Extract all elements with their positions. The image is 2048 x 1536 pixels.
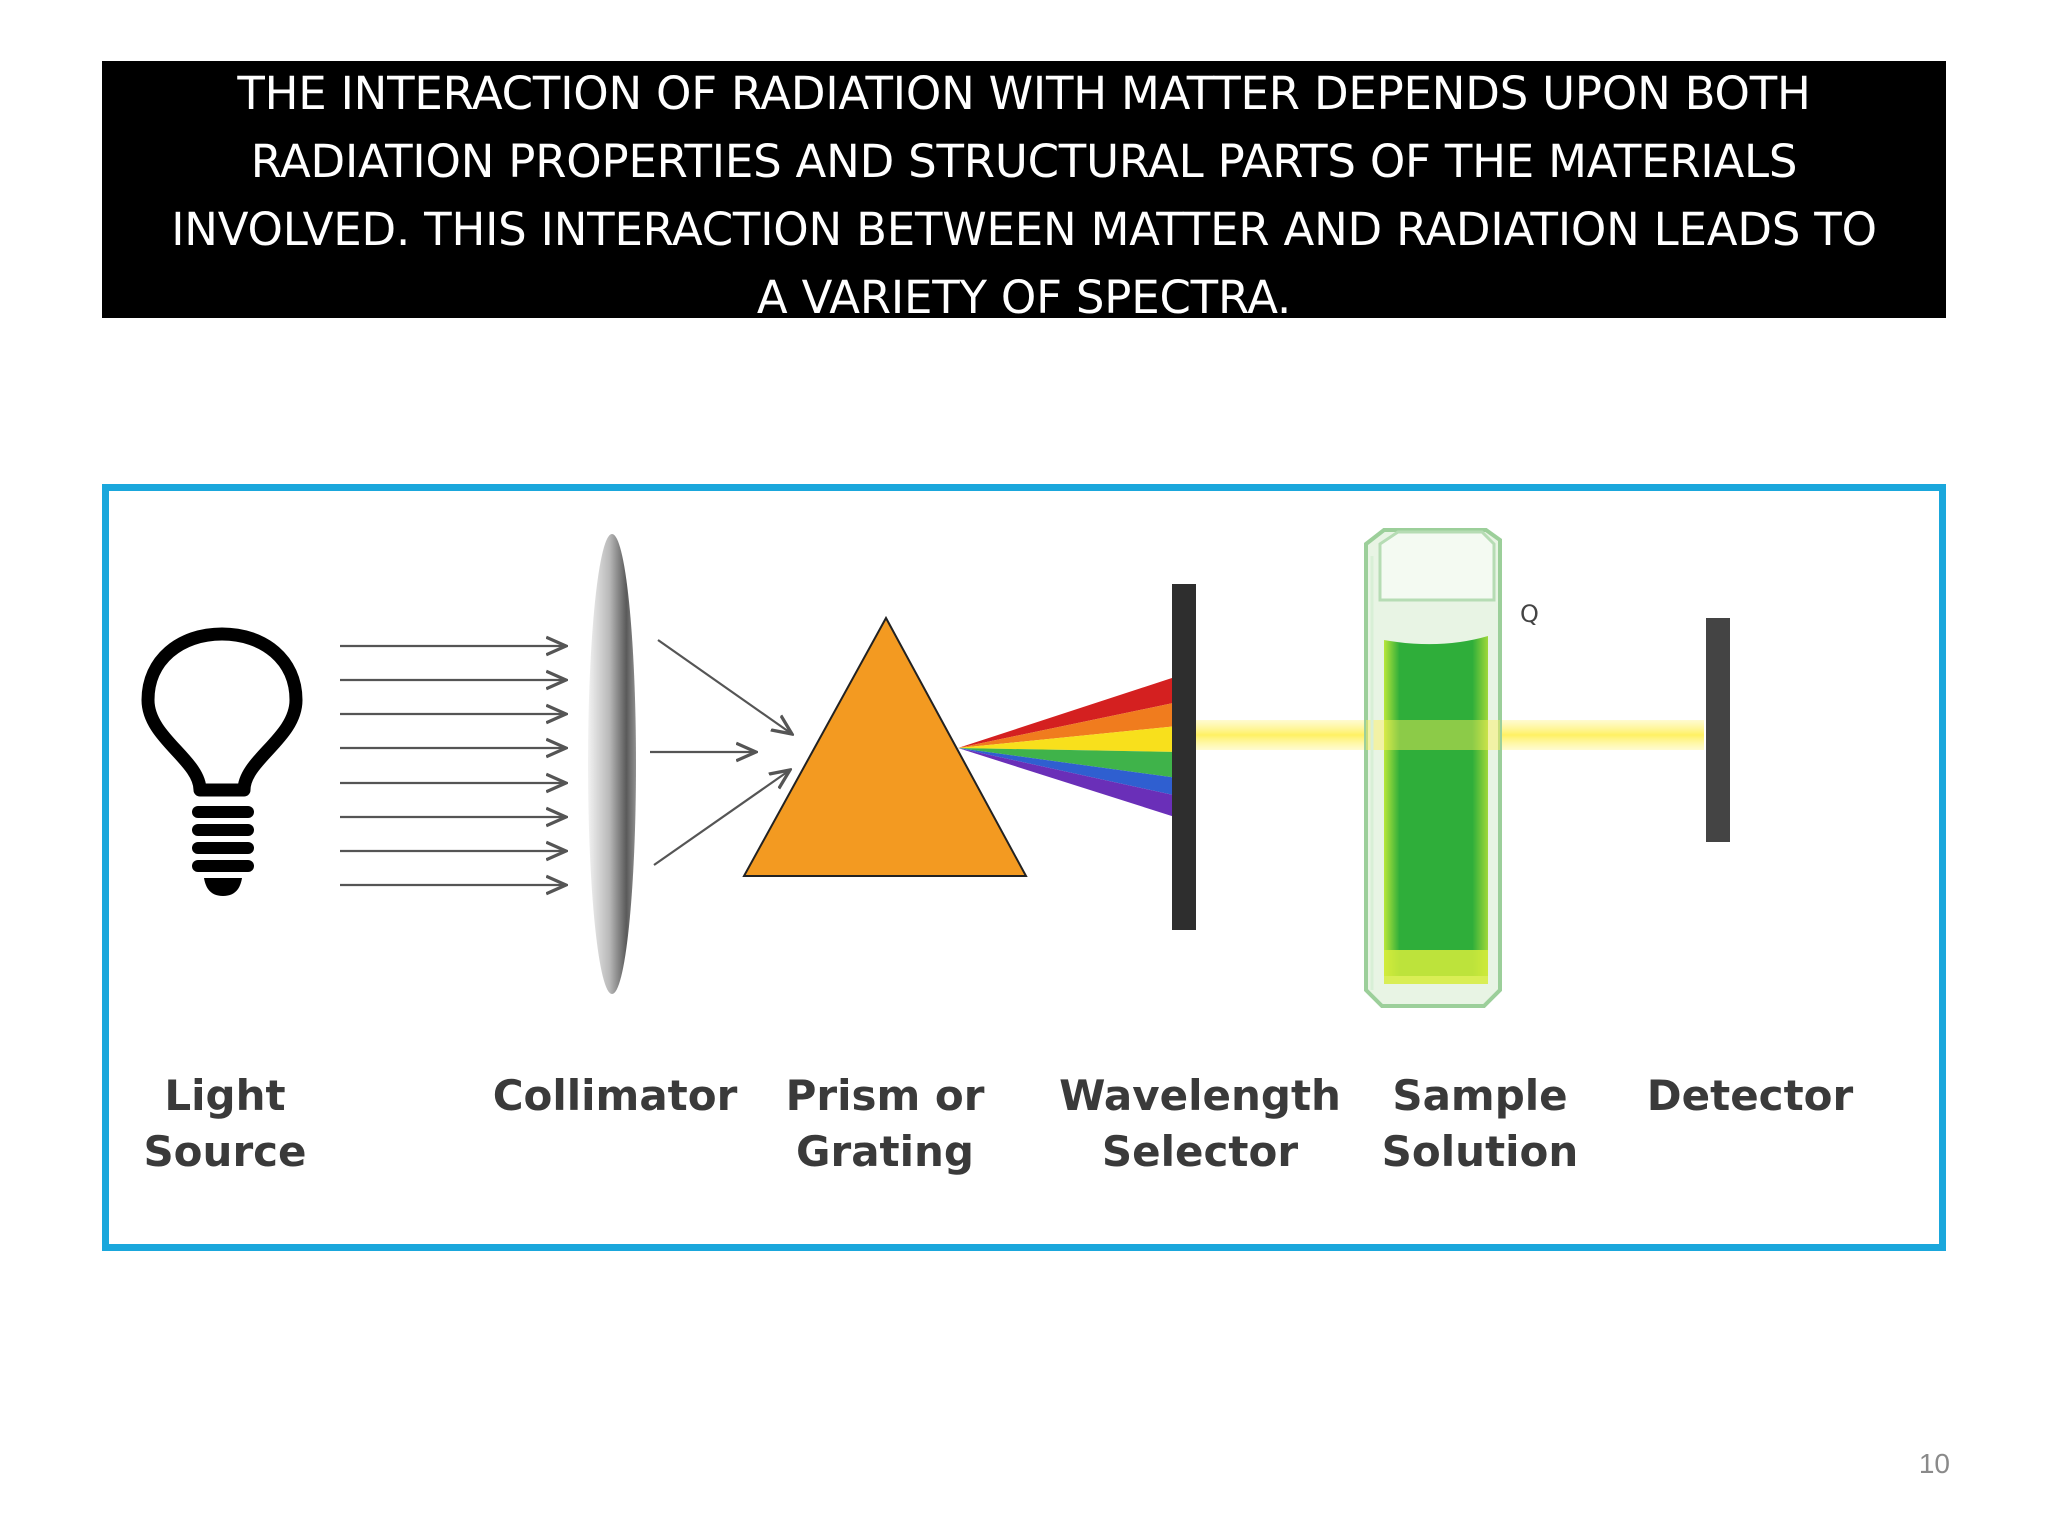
incoming-light-rays (340, 646, 566, 885)
detector-icon (1706, 618, 1730, 842)
stage-label-prism-grating: Prism or Grating (785, 1071, 985, 1176)
diagram-frame (102, 484, 1946, 1251)
stage-label-light-source: Light Source (143, 1071, 307, 1176)
title-banner (102, 61, 1946, 318)
dispersed-spectrum (958, 676, 1178, 818)
stage-label-detector: Detector (1646, 1071, 1854, 1120)
stage-label-sample-solution: Sample Solution (1381, 1071, 1579, 1176)
converging-rays (650, 639, 792, 866)
cuvette-icon: Q (1364, 528, 1539, 1008)
prism-icon (742, 615, 1028, 877)
stage-label-wavelength-selector: Wavelength Selector (1059, 1071, 1341, 1176)
stage-label-collimator: Collimator (492, 1071, 738, 1120)
page-number: 10 (1918, 1448, 1950, 1479)
light-bulb-icon (141, 627, 303, 896)
slit-icon (1172, 584, 1196, 930)
lens-icon (588, 534, 636, 994)
cuvette-mark: Q (1520, 600, 1539, 628)
slide-title: THE INTERACTION OF RADIATION WITH MATTER… (171, 67, 1877, 324)
